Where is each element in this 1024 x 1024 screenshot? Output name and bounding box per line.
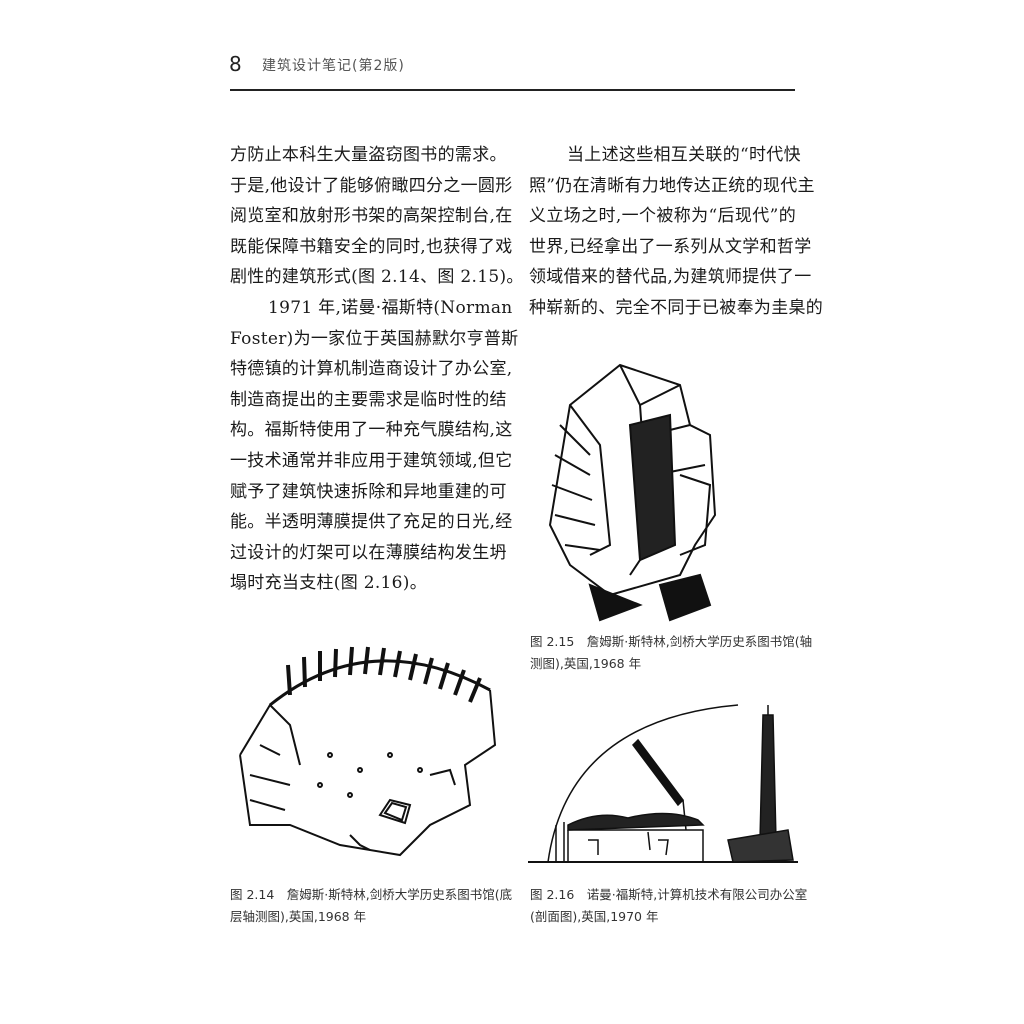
text-line: 构。福斯特使用了一种充气膜结构,这 <box>230 420 513 441</box>
text-line: 过设计的灯架可以在薄膜结构发生坍 <box>230 542 507 563</box>
text-line: 阅览室和放射形书架的高架控制台,在 <box>230 206 513 227</box>
left-column-text: 方防止本科生大量盗窃图书的需求。 于是,他设计了能够俯瞰四分之一圆形 阅览室和放… <box>230 140 524 599</box>
caption-line: 图 2.15 詹姆斯·斯特林,剑桥大学历史系图书馆(轴 <box>530 634 813 649</box>
text-line: 既能保障书籍安全的同时,也获得了戏 <box>230 236 513 257</box>
caption-line: (剖面图),英国,1970 年 <box>530 909 659 924</box>
right-column-text: 当上述这些相互关联的“时代快 照”仍在清晰有力地传达正统的现代主 义立场之时,一… <box>529 140 824 324</box>
text-line: 方防止本科生大量盗窃图书的需求。 <box>230 145 507 165</box>
caption-line: 层轴测图),英国,1968 年 <box>230 909 367 924</box>
figure-2-16-caption: 图 2.16 诺曼·福斯特,计算机技术有限公司办公室 (剖面图),英国,1970… <box>530 884 808 928</box>
text-line: 1971 年,诺曼·福斯特(Norman <box>268 297 513 318</box>
text-line: 一技术通常并非应用于建筑领域,但它 <box>230 450 513 471</box>
page-number: 8 <box>229 52 242 76</box>
text-line: 世界,已经拿出了一系列从文学和哲学 <box>529 236 812 257</box>
header-rule <box>230 89 795 91</box>
text-line: 制造商提出的主要需求是临时性的结 <box>230 389 507 410</box>
figure-2-15-axonometric-drawing <box>548 363 717 622</box>
caption-line: 图 2.14 詹姆斯·斯特林,剑桥大学历史系图书馆(底 <box>230 887 513 902</box>
caption-line: 图 2.16 诺曼·福斯特,计算机技术有限公司办公室 <box>530 887 808 902</box>
figure-2-15-caption: 图 2.15 詹姆斯·斯特林,剑桥大学历史系图书馆(轴 测图),英国,1968 … <box>530 631 813 675</box>
figure-2-16-section-drawing <box>528 704 798 863</box>
text-line: 当上述这些相互关联的“时代快 <box>567 145 801 165</box>
text-line: 能。半透明薄膜提供了充足的日光,经 <box>230 512 513 533</box>
caption-line: 测图),英国,1968 年 <box>530 656 642 671</box>
text-line: Foster)为一家位于英国赫默尔亨普斯 <box>230 328 519 349</box>
text-line: 领域借来的替代品,为建筑师提供了一 <box>529 267 812 288</box>
text-line: 于是,他设计了能够俯瞰四分之一圆形 <box>230 175 513 196</box>
text-line: 塌时充当支柱(图 2.16)。 <box>230 573 428 594</box>
figure-2-14-floor-plan-drawing <box>239 646 497 857</box>
text-line: 赋予了建筑快速拆除和异地重建的可 <box>230 481 507 502</box>
running-header-title: 建筑设计笔记(第2版) <box>262 58 405 74</box>
text-line: 义立场之时,一个被称为“后现代”的 <box>529 206 796 227</box>
text-line: 照”仍在清晰有力地传达正统的现代主 <box>529 175 815 196</box>
text-line: 剧性的建筑形式(图 2.14、图 2.15)。 <box>230 267 524 288</box>
text-line: 特德镇的计算机制造商设计了办公室, <box>230 359 513 380</box>
text-line: 种崭新的、完全不同于已被奉为圭臬的 <box>529 297 824 318</box>
figure-2-14-caption: 图 2.14 詹姆斯·斯特林,剑桥大学历史系图书馆(底 层轴测图),英国,196… <box>230 884 513 928</box>
